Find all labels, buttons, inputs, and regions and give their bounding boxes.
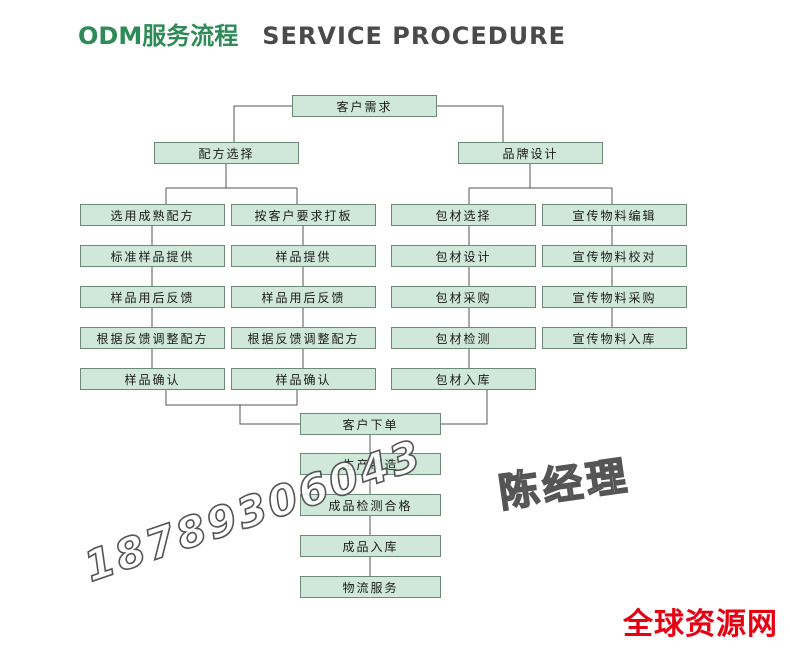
node-promo-edit: 宣传物料编辑 — [542, 204, 687, 226]
title-en: SERVICE PROCEDURE — [262, 22, 567, 50]
node-pack-purchase: 包材采购 — [391, 286, 536, 308]
node-customer-demand: 客户需求 — [292, 95, 437, 117]
node-production: 生产制造 — [300, 453, 441, 475]
page-title: ODM服务流程 SERVICE PROCEDURE — [78, 16, 566, 51]
node-pack-design: 包材设计 — [391, 245, 536, 267]
node-sample-supply: 样品提供 — [231, 245, 376, 267]
line-confirm-merge — [165, 389, 298, 406]
line-demand-brand — [437, 105, 504, 142]
line-demand-formula — [233, 105, 292, 142]
node-brand-design: 品牌设计 — [458, 142, 603, 164]
node-product-storage: 成品入库 — [300, 535, 441, 557]
title-cn: ODM服务流程 — [78, 22, 239, 50]
node-custom-sample: 按客户要求打板 — [231, 204, 376, 226]
node-standard-sample: 标准样品提供 — [80, 245, 225, 267]
node-feedback-1: 样品用后反馈 — [80, 286, 225, 308]
node-pack-select: 包材选择 — [391, 204, 536, 226]
line-merge-order — [239, 405, 300, 425]
node-adjust-2: 根据反馈调整配方 — [231, 327, 376, 349]
node-select-mature-formula: 选用成熟配方 — [80, 204, 225, 226]
node-logistics: 物流服务 — [300, 576, 441, 598]
node-confirm-1: 样品确认 — [80, 368, 225, 390]
node-promo-storage: 宣传物料入库 — [542, 327, 687, 349]
node-order: 客户下单 — [300, 413, 441, 435]
watermark-brand: 全球资源网 — [623, 607, 778, 642]
node-pack-storage: 包材入库 — [391, 368, 536, 390]
node-feedback-2: 样品用后反馈 — [231, 286, 376, 308]
node-product-inspect: 成品检测合格 — [300, 494, 441, 516]
node-promo-proof: 宣传物料校对 — [542, 245, 687, 267]
node-promo-purchase: 宣传物料采购 — [542, 286, 687, 308]
node-pack-inspect: 包材检测 — [391, 327, 536, 349]
node-formula-select: 配方选择 — [154, 142, 299, 164]
node-adjust-1: 根据反馈调整配方 — [80, 327, 225, 349]
node-confirm-2: 样品确认 — [231, 368, 376, 390]
line-pack-order — [441, 389, 488, 425]
